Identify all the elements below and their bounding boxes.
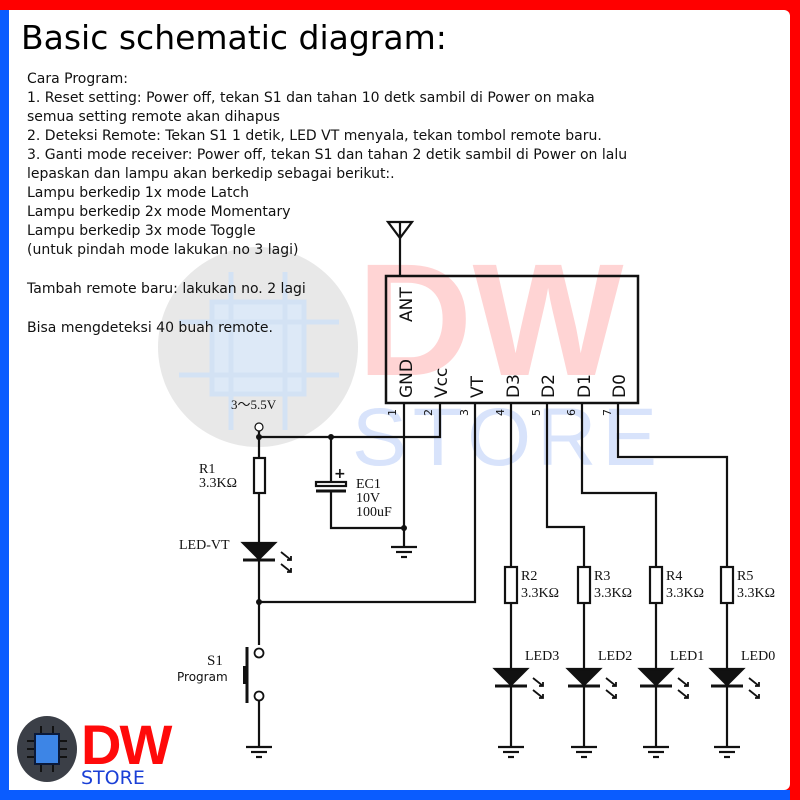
- led-label: LED0: [741, 649, 775, 664]
- ec1-voltage: 10V: [356, 491, 380, 506]
- frame-left-border: [0, 10, 9, 800]
- resistor-r4: [648, 565, 664, 605]
- pin-number-3: 3: [458, 409, 471, 416]
- instruction-line: (untuk pindah mode lakukan no 3 lagi): [27, 242, 299, 258]
- resistor-name: R3: [594, 569, 610, 584]
- led-vt-icon: [240, 541, 292, 645]
- pin-label-d1: D1: [575, 374, 595, 398]
- led-icon: [708, 667, 760, 699]
- instruction-line: semua setting remote akan dihapus: [27, 109, 280, 125]
- led-vt-label: LED-VT: [179, 538, 230, 553]
- led-label: LED1: [670, 649, 704, 664]
- push-button-s1-icon: [243, 647, 265, 747]
- content-panel: DW STORE ANT GND Vcc VT D3 D2 D1 D0 1 2 …: [9, 10, 790, 790]
- ground-icon: [571, 745, 597, 759]
- s1-name: S1: [207, 653, 223, 669]
- logo-chip-icon: [27, 726, 67, 772]
- resistor-value: 3.3KΩ: [521, 586, 559, 601]
- page-title: Basic schematic diagram:: [21, 18, 447, 57]
- pin-label-vcc: Vcc: [432, 368, 452, 398]
- supply-terminal: [254, 422, 264, 432]
- ground-icon: [498, 745, 524, 759]
- r1-value: 3.3KΩ: [199, 476, 237, 491]
- pin-number-6: 6: [565, 409, 578, 416]
- ec1-name: EC1: [356, 477, 381, 492]
- wire-vt: [259, 403, 477, 604]
- junction-dot: [256, 434, 262, 440]
- wire-d1: [580, 403, 658, 567]
- resistor-value: 3.3KΩ: [594, 586, 632, 601]
- pin-label-d2: D2: [539, 374, 559, 398]
- led-icon: [565, 667, 617, 699]
- antenna-icon: [385, 220, 415, 276]
- resistor-value: 3.3KΩ: [737, 586, 775, 601]
- output-channel: R4 3.3KΩ LED1: [637, 565, 704, 759]
- resistor-r3: [576, 565, 592, 605]
- watermark-chip-icon: [179, 272, 339, 430]
- instruction-line: 1. Reset setting: Power off, tekan S1 da…: [27, 90, 595, 106]
- ground-icon: [391, 545, 417, 559]
- junction-dot: [401, 525, 407, 531]
- instruction-line: Lampu berkedip 3x mode Toggle: [27, 223, 256, 239]
- pin-number-5: 5: [530, 409, 543, 416]
- pin-number-1: 1: [386, 409, 399, 416]
- instruction-line: Lampu berkedip 1x mode Latch: [27, 185, 250, 201]
- pin-label-gnd: GND: [397, 359, 417, 398]
- led-label: LED2: [598, 649, 632, 664]
- supply-voltage-label: 3～5.5V: [231, 397, 277, 412]
- instruction-add-remote: Tambah remote baru: lakukan no. 2 lagi: [27, 281, 306, 297]
- output-channel: R2 3.3KΩ LED3: [492, 565, 559, 759]
- logo-brand: DW: [81, 713, 172, 776]
- pin-number-7: 7: [601, 409, 614, 416]
- watermark-brand: DW: [357, 230, 624, 409]
- ground-icon: [714, 745, 740, 759]
- output-channel: R5 3.3KΩ LED0: [708, 565, 775, 759]
- pin-number-2: 2: [422, 409, 435, 416]
- output-channel: R3 3.3KΩ LED2: [565, 565, 632, 759]
- led-icon: [492, 667, 544, 699]
- ground-icon: [643, 745, 669, 759]
- r1-name: R1: [199, 462, 215, 477]
- resistor-value: 3.3KΩ: [666, 586, 704, 601]
- resistor-name: R4: [666, 569, 682, 584]
- instructions-heading: Cara Program:: [27, 71, 128, 87]
- resistor-r2: [503, 565, 519, 605]
- led-icon: [637, 667, 689, 699]
- instruction-capacity: Bisa mengdeteksi 40 buah remote.: [27, 320, 273, 336]
- wire-d2: [545, 403, 586, 567]
- schematic: ANT GND Vcc VT D3 D2 D1 D0 1 2 3 4 5 6 7…: [177, 220, 775, 759]
- frame-top-border: [0, 0, 800, 10]
- frame-bottom-border: [0, 790, 790, 800]
- junction-dot: [256, 599, 262, 605]
- pin-number-4: 4: [494, 409, 507, 416]
- frame-right-border: [790, 0, 800, 800]
- dw-store-logo: DW STORE: [17, 713, 174, 786]
- instruction-line: lepaskan dan lampu akan berkedip sebagai…: [27, 166, 395, 182]
- ground-icon: [246, 745, 272, 759]
- resistor-name: R5: [737, 569, 753, 584]
- s1-label: Program: [177, 670, 228, 684]
- wire-d0: [616, 403, 729, 567]
- svg-text:+: +: [334, 466, 346, 482]
- ec1-capacitance: 100uF: [356, 505, 392, 520]
- resistor-r1: [252, 456, 267, 495]
- pin-label-vt: VT: [468, 375, 488, 398]
- pin-label-d0: D0: [610, 374, 630, 398]
- instruction-line: 2. Deteksi Remote: Tekan S1 1 detik, LED…: [27, 128, 602, 144]
- instruction-line: Lampu berkedip 2x mode Momentary: [27, 204, 291, 220]
- wire-vcc: [259, 403, 442, 439]
- logo-sub: STORE: [81, 767, 145, 786]
- pin-label-ant: ANT: [397, 287, 417, 322]
- led-label: LED3: [525, 649, 559, 664]
- pin-label-d3: D3: [504, 374, 524, 398]
- resistor-name: R2: [521, 569, 537, 584]
- resistor-r5: [719, 565, 735, 605]
- instruction-line: 3. Ganti mode receiver: Power off, tekan…: [27, 147, 628, 163]
